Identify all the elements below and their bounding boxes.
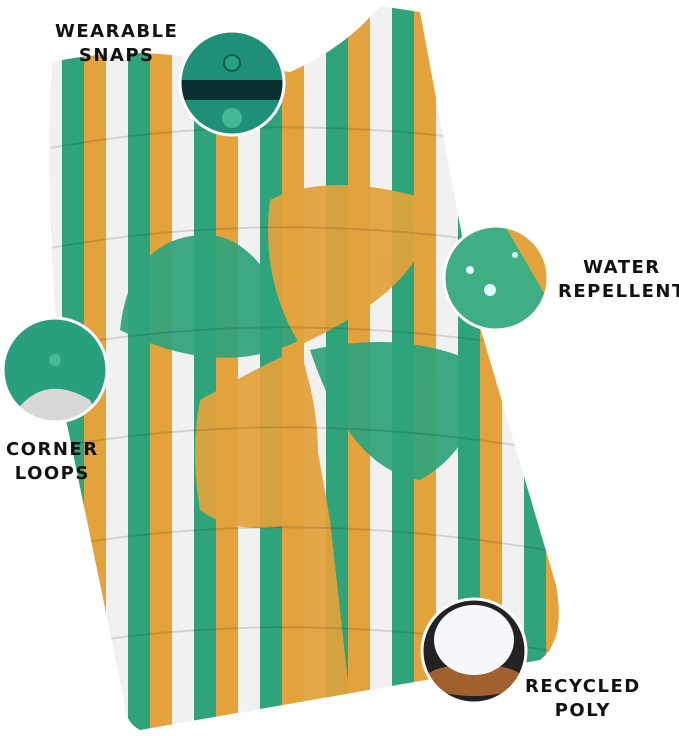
label-line: SNAPS — [78, 45, 155, 66]
label-line: WEARABLE — [55, 21, 179, 42]
label-line: CORNER — [6, 439, 99, 460]
label-line: POLY — [554, 700, 611, 721]
label-line: WATER — [583, 257, 661, 278]
recycled-poly-closeup — [420, 597, 528, 705]
water-repellent-closeup — [442, 224, 550, 332]
feature-label-corner-loops: CORNER LOOPS — [6, 438, 99, 486]
label-line: REPELLENT — [558, 281, 679, 302]
feature-label-water-repellent: WATER REPELLENT — [558, 256, 679, 304]
corner-loops-closeup — [1, 316, 109, 424]
feature-label-wearable-snaps: WEARABLE SNAPS — [55, 20, 178, 68]
wearable-snaps-closeup — [178, 29, 286, 137]
label-line: RECYCLED — [525, 676, 641, 697]
feature-label-recycled-poly: RECYCLED POLY — [525, 675, 641, 723]
shamrock-pattern — [120, 185, 475, 705]
label-line: LOOPS — [14, 463, 90, 484]
